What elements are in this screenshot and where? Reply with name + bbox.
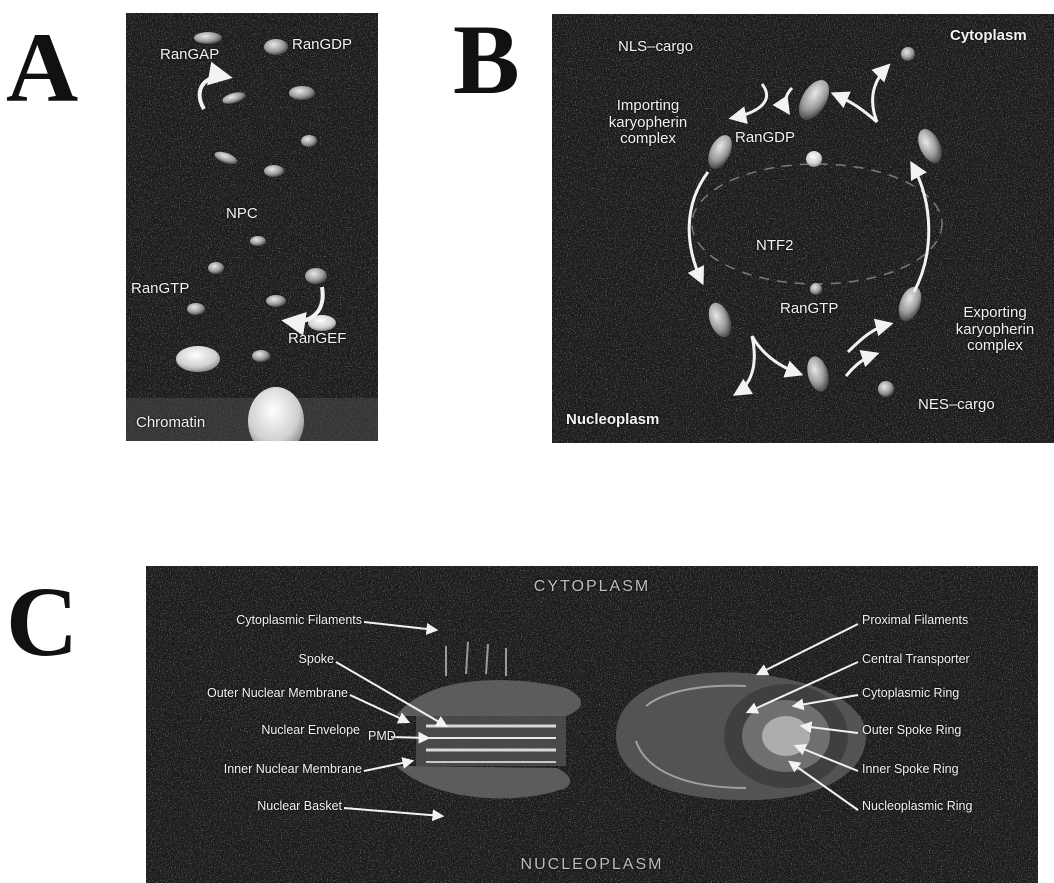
label-inner-nuclear-membrane: Inner Nuclear Membrane — [156, 763, 362, 777]
label-exporting-complex: Exporting karyopherin complex — [940, 305, 1050, 355]
panel-b-illustration — [552, 14, 1054, 443]
panel-letter-b: B — [453, 10, 520, 110]
npc-3d-view — [616, 672, 866, 800]
panel-b-image: NLS–cargo Cytoplasm Importing karyopheri… — [552, 14, 1054, 443]
label-outer-nuclear-membrane: Outer Nuclear Membrane — [156, 687, 348, 701]
npc-cross-section — [396, 642, 581, 798]
label-chromatin: Chromatin — [136, 415, 205, 432]
panel-c-image: CYTOPLASM NUCLEOPLASM PMD Cytoplasmic Fi… — [146, 566, 1038, 883]
label-npc: NPC — [226, 206, 258, 223]
panel-letter-a: A — [6, 18, 78, 118]
label-ntf2: NTF2 — [756, 238, 794, 255]
label-nes-cargo: NES–cargo — [918, 397, 995, 414]
label-rangtp: RanGTP — [131, 281, 189, 298]
label-rangef: RanGEF — [288, 331, 346, 348]
label-rangdp: RanGDP — [292, 37, 352, 54]
label-proximal-filaments: Proximal Filaments — [862, 614, 968, 628]
label-rangdp: RanGDP — [735, 130, 795, 147]
label-nuclear-basket: Nuclear Basket — [156, 800, 342, 814]
label-central-transporter: Central Transporter — [862, 653, 970, 667]
importing-line-3: complex — [578, 131, 718, 148]
label-pmd: PMD — [368, 730, 396, 744]
label-rangtp: RanGTP — [780, 301, 838, 318]
panel-a-illustration — [126, 13, 378, 441]
exporting-line-1: Exporting — [940, 305, 1050, 322]
importing-line-2: karyopherin — [578, 115, 718, 132]
label-cytoplasm-region: CYTOPLASM — [492, 578, 692, 596]
panel-a-image: RanGAP RanGDP NPC RanGTP RanGEF Chromati… — [126, 13, 378, 441]
label-importing-complex: Importing karyopherin complex — [578, 98, 718, 148]
label-nucleoplasmic-ring: Nucleoplasmic Ring — [862, 800, 972, 814]
label-nucleoplasm-region: NUCLEOPLASM — [472, 856, 712, 874]
label-nls-cargo: NLS–cargo — [618, 39, 693, 56]
label-nucleoplasm: Nucleoplasm — [566, 412, 659, 429]
label-inner-spoke-ring: Inner Spoke Ring — [862, 763, 959, 777]
label-rangap: RanGAP — [160, 47, 219, 64]
exporting-line-2: karyopherin — [940, 322, 1050, 339]
label-cytoplasmic-filaments: Cytoplasmic Filaments — [156, 614, 362, 628]
label-spoke: Spoke — [156, 653, 334, 667]
panel-letter-c: C — [6, 572, 78, 672]
label-nuclear-envelope: Nuclear Envelope — [156, 724, 360, 738]
importing-line-1: Importing — [578, 98, 718, 115]
exporting-line-3: complex — [940, 338, 1050, 355]
label-cytoplasmic-ring: Cytoplasmic Ring — [862, 687, 959, 701]
label-cytoplasm: Cytoplasm — [950, 28, 1027, 45]
label-outer-spoke-ring: Outer Spoke Ring — [862, 724, 961, 738]
